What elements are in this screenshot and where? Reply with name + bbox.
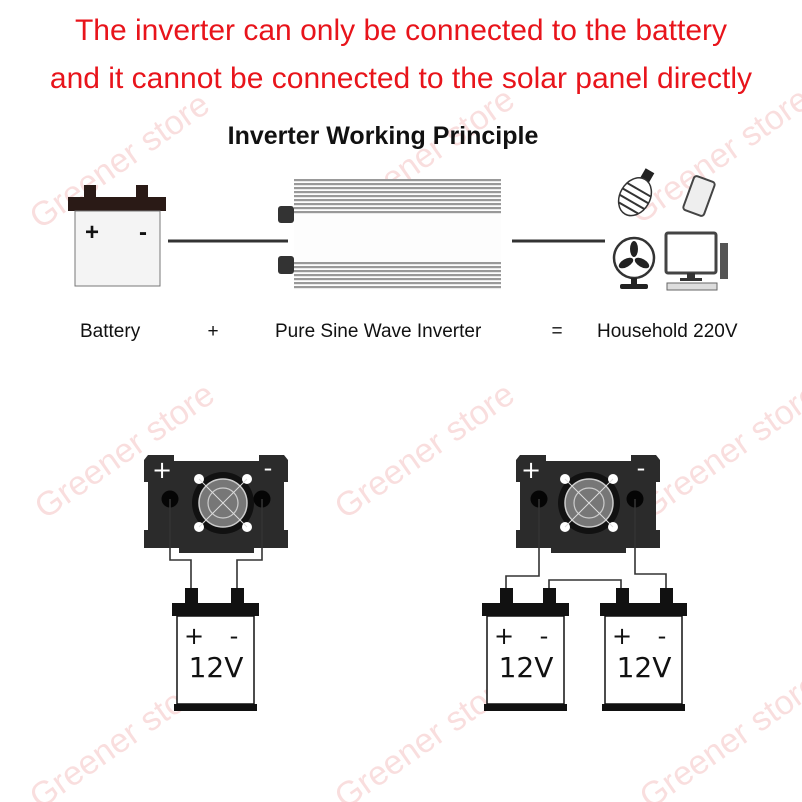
battery-label: Battery [80, 321, 141, 342]
battery-plus: + [85, 219, 99, 246]
inverter-rib [294, 266, 501, 269]
battery-12v: +-12V [482, 588, 569, 711]
header-line-1: The inverter can only be connected to th… [75, 14, 727, 47]
battery-12v: +-12V [172, 588, 259, 711]
inverter-rib [294, 191, 501, 194]
watermark: Greener store [623, 80, 802, 231]
battery-minus: - [230, 622, 239, 650]
minus-label: - [264, 454, 273, 482]
series-link-wire [548, 579, 622, 601]
negative-wire [634, 499, 667, 601]
battery-plus: + [184, 622, 204, 650]
negative-wire [236, 499, 263, 588]
battery-icon: + - [68, 185, 166, 287]
positive-wire [169, 499, 192, 588]
inverter-rib [294, 282, 501, 285]
bulb-icon [617, 168, 655, 217]
household-label: Household 220V [597, 321, 738, 342]
plus-sign: + [207, 321, 218, 342]
minus-label: - [637, 454, 646, 482]
header-line-2: and it cannot be connected to the solar … [50, 62, 752, 95]
inverter-rib [294, 274, 501, 277]
battery-plus: + [494, 622, 514, 650]
inverter-rib [294, 199, 501, 202]
watermark: Greener store [328, 375, 522, 526]
computer-icon [664, 231, 728, 291]
battery-voltage: 12V [617, 651, 672, 684]
inverter-rib [294, 195, 501, 198]
inverter-rib [294, 183, 501, 186]
series-battery-wiring: +- +-12V +-12V [482, 454, 687, 711]
inverter-rib [294, 187, 501, 190]
battery-voltage: 12V [499, 651, 554, 684]
inverter-rib [294, 211, 501, 214]
equals-sign: = [551, 321, 562, 342]
battery-voltage: 12V [189, 651, 244, 684]
inverter-panel-icon: +- [516, 454, 660, 553]
inverter-rib [294, 179, 501, 182]
inverter-rib [294, 207, 501, 210]
principle-title: Inverter Working Principle [228, 122, 539, 150]
battery-12v: +-12V [600, 588, 687, 711]
inverter-icon [278, 179, 501, 290]
inverter-rib [294, 270, 501, 273]
plus-label: + [521, 456, 541, 484]
single-battery-wiring: +- +-12V [144, 454, 288, 711]
fan-icon [612, 236, 656, 289]
battery-minus: - [540, 622, 549, 650]
watermark: Greener store [633, 375, 802, 526]
inverter-label: Pure Sine Wave Inverter [275, 321, 482, 342]
battery-minus: - [658, 622, 667, 650]
inverter-rib [294, 262, 501, 265]
inverter-rib [294, 286, 501, 289]
inverter-rib [294, 278, 501, 281]
inverter-rib [294, 203, 501, 206]
plus-label: + [152, 456, 172, 484]
phone-icon [682, 175, 716, 217]
battery-plus: + [612, 622, 632, 650]
battery-minus: - [139, 219, 147, 246]
inverter-panel-icon: +- [144, 454, 288, 553]
